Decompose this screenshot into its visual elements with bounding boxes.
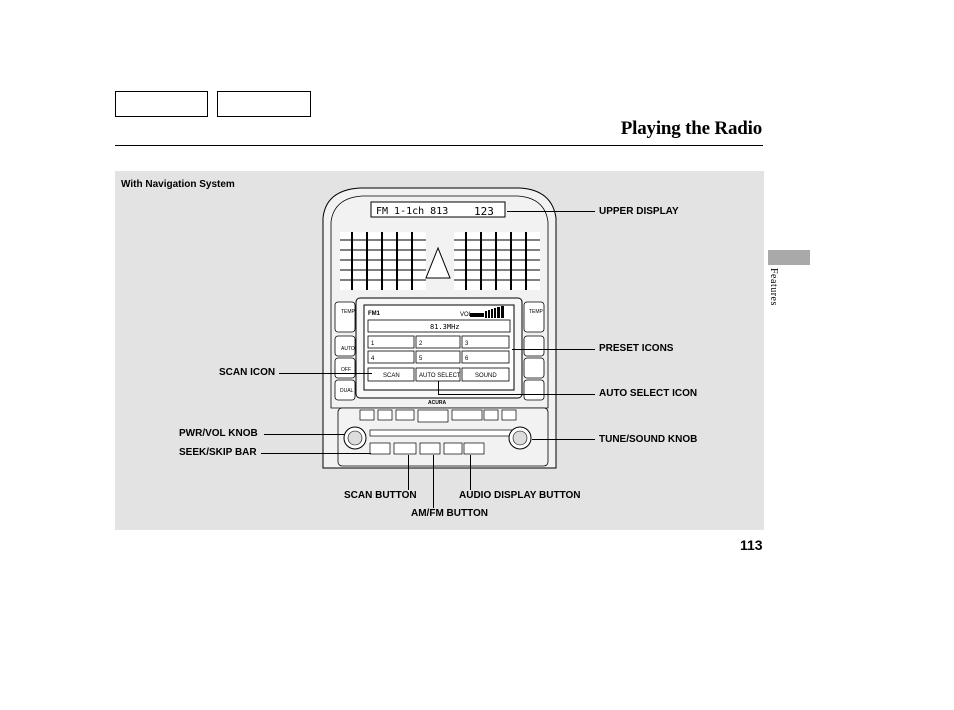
- svg-text:TEMP: TEMP: [341, 309, 356, 315]
- am-fm-button: [419, 442, 441, 455]
- screen-band: FM1: [368, 311, 381, 317]
- seek-skip-bar: [369, 442, 391, 455]
- screen-vol: VOL: [460, 312, 473, 318]
- svg-text:AUTO: AUTO: [341, 346, 355, 352]
- callout-seek-skip-bar: SEEK/SKIP BAR: [179, 447, 257, 458]
- leader-am-fm: [433, 455, 434, 508]
- preset-label-4: 4: [371, 356, 375, 362]
- screen-frequency: 81.3MHz: [430, 323, 460, 331]
- page-title: Playing the Radio: [620, 118, 762, 139]
- svg-text:DUAL: DUAL: [340, 388, 354, 394]
- preset-2: [415, 335, 461, 349]
- preset-6: [461, 350, 510, 364]
- leader-scan-icon: [279, 373, 372, 374]
- upper-display: [370, 201, 506, 218]
- air-vent-left: [340, 232, 426, 290]
- callout-tune-sound-knob: TUNE/SOUND KNOB: [599, 434, 698, 445]
- leader-auto-select: [438, 394, 595, 395]
- svg-text:OFF: OFF: [341, 367, 351, 373]
- brand-logo: ACURA: [428, 400, 446, 406]
- preset-5: [415, 350, 461, 364]
- figure-caption: With Navigation System: [121, 179, 235, 190]
- preset-3: [461, 335, 510, 349]
- nav-tab-box-2[interactable]: [217, 91, 311, 117]
- upper-display-text: FM 1-1ch 813: [376, 206, 448, 217]
- sound-icon-label: SOUND: [475, 373, 497, 379]
- callout-upper-display: UPPER DISPLAY: [599, 206, 679, 217]
- callout-scan-icon: SCAN ICON: [219, 367, 276, 378]
- callout-am-fm-button: AM/FM BUTTON: [411, 508, 489, 519]
- scan-icon-button: [367, 367, 415, 382]
- page-number: 113: [740, 537, 763, 553]
- audio-display-button: [463, 442, 485, 455]
- preset-4: [367, 350, 415, 364]
- preset-label-2: 2: [419, 341, 423, 347]
- leader-seek-skip: [261, 453, 371, 454]
- section-tab-marker: [768, 250, 810, 265]
- callout-scan-button: SCAN BUTTON: [344, 490, 417, 501]
- right-climate-buttons: [523, 301, 545, 401]
- leader-tune-sound: [532, 439, 595, 440]
- callout-auto-select-icon: AUTO SELECT ICON: [599, 388, 698, 399]
- callout-audio-display-button: AUDIO DISPLAY BUTTON: [459, 490, 581, 501]
- hazard-icon: [425, 246, 451, 279]
- preset-label-5: 5: [419, 356, 423, 362]
- volume-meter-icon: [470, 306, 504, 318]
- auto-select-icon-label: AUTO SELECT: [419, 373, 461, 379]
- title-divider: [115, 145, 763, 146]
- callout-preset-icons: PRESET ICONS: [599, 343, 674, 354]
- preset-label-3: 3: [465, 341, 469, 347]
- leader-preset-icons: [512, 349, 595, 350]
- preset-label-1: 1: [371, 341, 375, 347]
- leader-upper-display: [507, 211, 595, 212]
- leader-auto-select-vert: [438, 381, 439, 395]
- preset-label-6: 6: [465, 356, 469, 362]
- leader-pwr-vol: [264, 434, 344, 435]
- sound-icon-button: [461, 367, 510, 382]
- air-vent-right: [454, 232, 540, 290]
- preset-1: [367, 335, 415, 349]
- leader-scan-button: [408, 455, 409, 490]
- scan-icon-label: SCAN: [383, 373, 400, 379]
- leader-audio-display: [470, 455, 471, 490]
- callout-pwr-vol-knob: PWR/VOL KNOB: [179, 428, 258, 439]
- scan-button: [393, 442, 417, 455]
- svg-text:TEMP: TEMP: [529, 309, 544, 315]
- nav-tab-box-1[interactable]: [115, 91, 208, 117]
- upper-display-temp: 123: [474, 205, 494, 218]
